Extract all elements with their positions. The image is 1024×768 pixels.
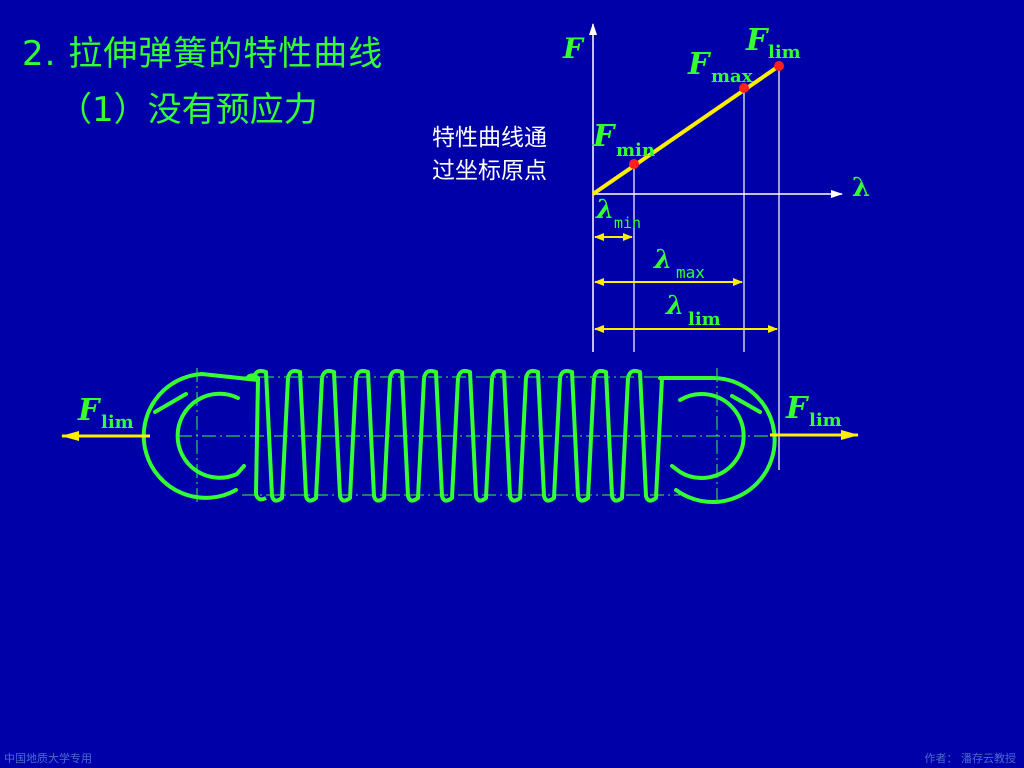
label-lambda-min-sub: min	[614, 214, 641, 232]
spring-coils	[244, 368, 664, 503]
label-lambda-lim: λ	[665, 291, 684, 321]
left-force-label-sub: lim	[101, 412, 134, 433]
axis-y-label: F	[562, 32, 585, 65]
point-f-lim	[774, 61, 784, 71]
spring-coil	[592, 368, 630, 503]
right-hook-outer	[658, 375, 777, 504]
label-lambda-lim-sub: lim	[688, 309, 721, 330]
origin-note-line2: 过坐标原点	[432, 158, 547, 184]
slide-title: 2. 拉伸弹簧的特性曲线	[22, 34, 384, 74]
left-hook-inner	[175, 391, 246, 480]
right-hook-tip	[730, 394, 762, 414]
footer-left: 中国地质大学专用	[4, 752, 92, 765]
spring-coil	[422, 368, 460, 503]
label-f-min-sub: min	[616, 140, 655, 161]
spring-coil	[388, 368, 426, 503]
spring-coil	[286, 368, 324, 503]
label-f-lim-sub: lim	[768, 42, 801, 63]
extension-spring	[61, 368, 859, 504]
left-force-label: F	[77, 393, 102, 428]
label-lambda-max: λ	[653, 245, 672, 275]
left-hook-outer	[141, 371, 260, 500]
spring-coil	[490, 368, 528, 503]
label-f-max-sub: max	[711, 66, 753, 87]
spring-coil	[524, 368, 562, 503]
label-lambda-max-sub: max	[676, 263, 705, 282]
spring-coil	[558, 368, 596, 503]
point-f-min	[629, 159, 639, 169]
label-f-lim: F	[745, 23, 770, 58]
origin-note: 特性曲线通 过坐标原点	[432, 122, 547, 188]
right-force-label: F	[785, 391, 810, 426]
spring-coil-lead	[244, 373, 267, 502]
spring-coil	[456, 368, 494, 503]
label-lambda-min: λ	[595, 195, 614, 225]
origin-note-line1: 特性曲线通	[432, 125, 547, 151]
spring-coil	[320, 368, 358, 503]
slide-subtitle: （1）没有预应力	[58, 90, 318, 130]
spring-coil	[354, 368, 392, 503]
spring-coil	[626, 368, 664, 503]
label-f-min: F	[592, 119, 617, 154]
left-hook-tip	[153, 392, 188, 414]
label-f-max: F	[687, 47, 712, 82]
spring-coil	[252, 368, 290, 503]
axis-x-label: λ	[852, 173, 870, 203]
point-f-max	[739, 83, 749, 93]
right-force-label-sub: lim	[809, 410, 842, 431]
footer-right: 作者： 潘存云教授	[924, 752, 1017, 765]
right-hook-inner	[670, 392, 746, 480]
